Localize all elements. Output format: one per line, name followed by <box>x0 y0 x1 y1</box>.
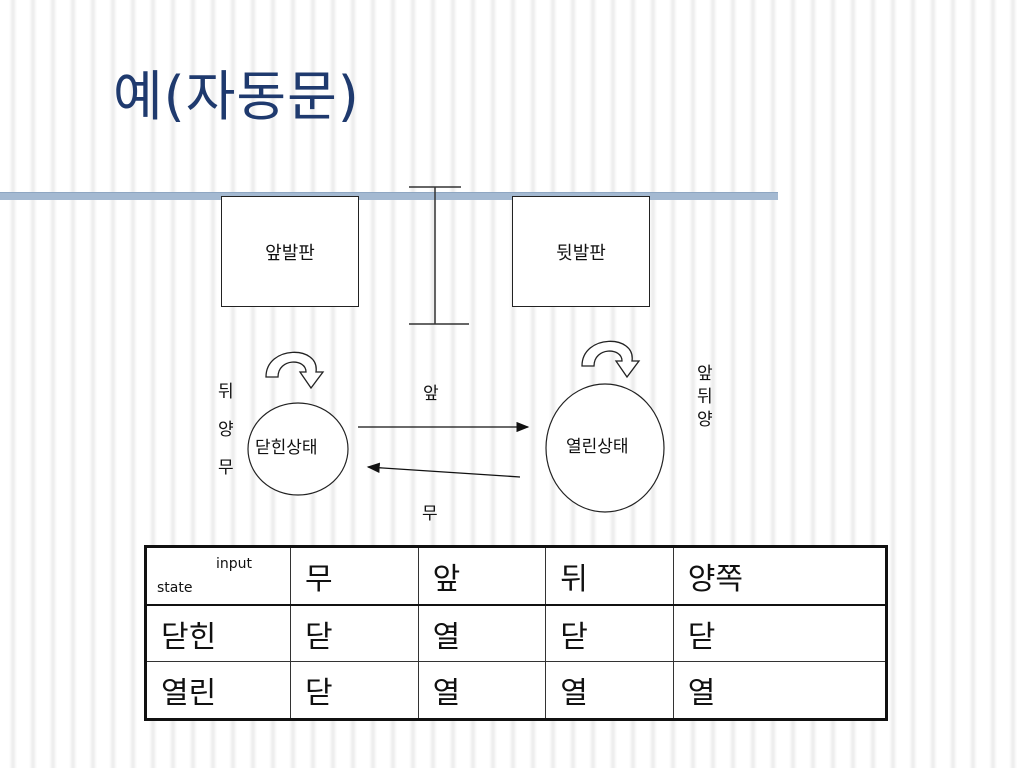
table-header-cell: 뒤 <box>545 545 674 606</box>
table-state-cell: 열린 <box>145 661 291 720</box>
closed-state-label: 닫힌상태 <box>255 438 318 458</box>
table-cell: 닫 <box>290 661 419 720</box>
table-corner-cell: input state <box>145 545 291 606</box>
back-pad-label: 뒷발판 <box>556 242 606 264</box>
open-self-label-3: 양 <box>697 410 713 430</box>
table-header-cell: 양쪽 <box>672 545 888 606</box>
corner-input-label: input <box>215 556 252 572</box>
front-pad-box: 앞발판 <box>221 196 359 307</box>
divider-rule <box>0 192 778 200</box>
door-post <box>409 186 469 325</box>
open-state-circle <box>545 383 665 513</box>
closed-self-label-1: 뒤 <box>218 382 234 402</box>
closed-state-circle <box>247 402 349 496</box>
table-cell: 열 <box>417 661 547 720</box>
table-row: 닫힌 닫 열 닫 닫 <box>145 604 888 663</box>
table-header-row: input state 무 앞 뒤 양쪽 <box>145 545 888 606</box>
transition-label-front: 앞 <box>423 384 439 404</box>
transition-label-none: 무 <box>422 504 438 524</box>
slide-title: 예(자동문) <box>113 65 360 128</box>
table-cell: 열 <box>672 661 888 720</box>
back-pad-box: 뒷발판 <box>512 196 650 307</box>
corner-state-label: state <box>157 579 193 596</box>
divider-rule-edge <box>0 192 778 193</box>
table-cell: 닫 <box>672 604 888 663</box>
transition-open-to-closed <box>366 462 521 478</box>
open-self-label-1: 앞 <box>697 364 713 384</box>
table-cell: 닫 <box>290 604 419 663</box>
open-self-loop-arrow <box>581 340 641 379</box>
front-pad-label: 앞발판 <box>265 242 315 264</box>
closed-self-label-3: 무 <box>218 458 234 478</box>
open-state-label: 열린상태 <box>566 437 629 457</box>
table-cell: 열 <box>545 661 674 720</box>
closed-self-loop-arrow <box>265 351 325 390</box>
closed-self-label-2: 양 <box>218 420 234 440</box>
table-header-cell: 무 <box>290 545 419 606</box>
table-header-cell: 앞 <box>417 545 547 606</box>
table-cell: 열 <box>417 604 547 663</box>
table-state-cell: 닫힌 <box>145 604 291 663</box>
open-self-label-2: 뒤 <box>697 387 713 407</box>
table-cell: 닫 <box>545 604 674 663</box>
table-row: 열린 닫 열 열 열 <box>145 661 888 720</box>
state-transition-table: input state 무 앞 뒤 양쪽 닫힌 닫 열 닫 닫 열린 닫 열 열… <box>144 545 888 721</box>
